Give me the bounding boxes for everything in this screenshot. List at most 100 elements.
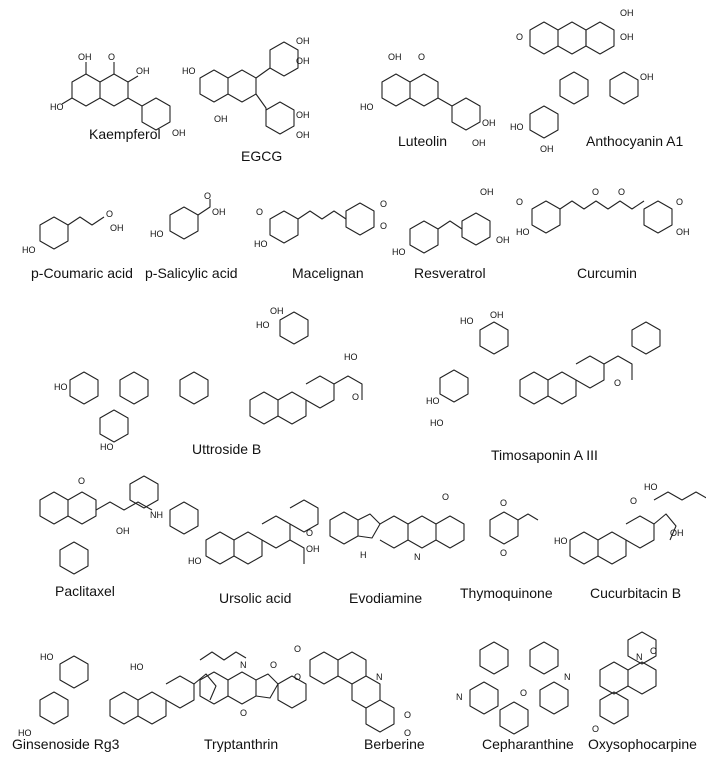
svg-text:OH: OH xyxy=(676,227,690,237)
svg-text:N: N xyxy=(636,652,643,662)
svg-text:HO: HO xyxy=(22,245,36,255)
cepharanthine-structure: NNO xyxy=(456,641,571,735)
svg-text:HO: HO xyxy=(510,122,524,132)
svg-text:O: O xyxy=(380,199,387,209)
svg-text:O: O xyxy=(592,724,599,734)
berberine-structure: OO NOO xyxy=(294,644,411,738)
svg-text:OH: OH xyxy=(172,128,186,138)
svg-text:OH: OH xyxy=(670,528,684,538)
compound-label-resveratrol: Resveratrol xyxy=(414,265,486,281)
svg-text:HO: HO xyxy=(360,102,374,112)
svg-text:O: O xyxy=(500,548,507,558)
compound-label-evodiamine: Evodiamine xyxy=(349,590,423,606)
svg-text:NH: NH xyxy=(150,510,163,520)
svg-text:N: N xyxy=(376,672,383,682)
svg-text:HO: HO xyxy=(182,66,196,76)
svg-text:N: N xyxy=(456,692,463,702)
svg-text:HO: HO xyxy=(430,418,444,428)
svg-text:O: O xyxy=(500,498,507,508)
svg-text:O: O xyxy=(294,644,301,654)
svg-text:O: O xyxy=(294,672,301,682)
svg-text:O: O xyxy=(78,476,85,486)
svg-text:OH: OH xyxy=(306,544,320,554)
svg-text:OH: OH xyxy=(620,32,634,42)
svg-text:O: O xyxy=(256,207,263,217)
svg-text:O: O xyxy=(106,209,113,219)
svg-text:HO: HO xyxy=(256,320,270,330)
svg-text:O: O xyxy=(520,688,527,698)
svg-text:HO: HO xyxy=(18,728,32,738)
svg-text:HO: HO xyxy=(460,316,474,326)
tryptanthrin-structure: N O O xyxy=(199,660,307,718)
svg-text:O: O xyxy=(404,710,411,720)
compound-label-macelignan: Macelignan xyxy=(292,265,364,281)
svg-text:HO: HO xyxy=(554,536,568,546)
compound-label-ginsenoside-rg3: Ginsenoside Rg3 xyxy=(12,736,120,752)
svg-text:O: O xyxy=(516,197,523,207)
svg-text:O: O xyxy=(592,187,599,197)
thymoquinone-structure: OO xyxy=(489,498,539,558)
svg-text:O: O xyxy=(380,221,387,231)
svg-text:O: O xyxy=(650,646,657,656)
svg-text:OH: OH xyxy=(296,110,310,120)
svg-text:HO: HO xyxy=(644,482,658,492)
compound-label-kaempferol: Kaempferol xyxy=(89,126,161,142)
svg-text:OH: OH xyxy=(482,118,496,128)
svg-text:OH: OH xyxy=(620,8,634,18)
svg-text:O: O xyxy=(404,728,411,738)
svg-text:OH: OH xyxy=(540,144,554,154)
svg-text:O: O xyxy=(306,528,313,538)
svg-text:OH: OH xyxy=(640,72,654,82)
svg-text:HO: HO xyxy=(344,352,358,362)
svg-text:O: O xyxy=(618,187,625,197)
svg-text:HO: HO xyxy=(150,229,164,239)
compound-label-p-salicylic-acid: p-Salicylic acid xyxy=(145,265,238,281)
svg-text:O: O xyxy=(676,197,683,207)
svg-text:O: O xyxy=(630,496,637,506)
compound-label-cepharanthine: Cepharanthine xyxy=(482,736,574,752)
svg-text:HO: HO xyxy=(254,239,268,249)
svg-text:O: O xyxy=(614,378,621,388)
svg-text:N: N xyxy=(414,552,421,562)
svg-text:OH: OH xyxy=(496,235,510,245)
svg-text:O: O xyxy=(270,660,277,670)
macelignan-structure: O HO O O xyxy=(254,199,387,249)
svg-text:O: O xyxy=(108,52,115,62)
compound-label-oxysophocarpine: Oxysophocarpine xyxy=(588,736,697,752)
svg-text:HO: HO xyxy=(50,102,64,112)
svg-text:O: O xyxy=(204,191,211,201)
compound-label-anthocyanin-a1: Anthocyanin A1 xyxy=(586,133,684,149)
svg-text:O: O xyxy=(352,392,359,402)
svg-text:OH: OH xyxy=(78,52,92,62)
svg-text:H: H xyxy=(360,550,367,560)
compound-label-luteolin: Luteolin xyxy=(398,133,448,149)
svg-text:N: N xyxy=(240,660,247,670)
svg-text:OH: OH xyxy=(296,36,310,46)
ursolic-acid-structure: HO O OH xyxy=(188,499,320,566)
compound-label-p-coumaric-acid: p-Coumaric acid xyxy=(31,265,133,281)
compound-label-tryptanthrin: Tryptanthrin xyxy=(204,736,279,752)
compound-label-cucurbitacin-b: Cucurbitacin B xyxy=(590,585,682,601)
paclitaxel-structure: O OH NH xyxy=(39,475,199,575)
svg-text:HO: HO xyxy=(54,382,68,392)
svg-text:OH: OH xyxy=(214,114,228,124)
svg-text:OH: OH xyxy=(110,223,124,233)
compound-label-timosaponin-a3: Timosaponin A III xyxy=(491,447,598,463)
svg-text:HO: HO xyxy=(130,662,144,672)
svg-text:OH: OH xyxy=(472,138,486,148)
svg-text:HO: HO xyxy=(100,442,114,452)
svg-text:OH: OH xyxy=(296,56,310,66)
svg-text:OH: OH xyxy=(116,526,130,536)
svg-text:HO: HO xyxy=(188,556,202,566)
compound-label-thymoquinone: Thymoquinone xyxy=(460,585,553,601)
svg-text:O: O xyxy=(240,708,247,718)
